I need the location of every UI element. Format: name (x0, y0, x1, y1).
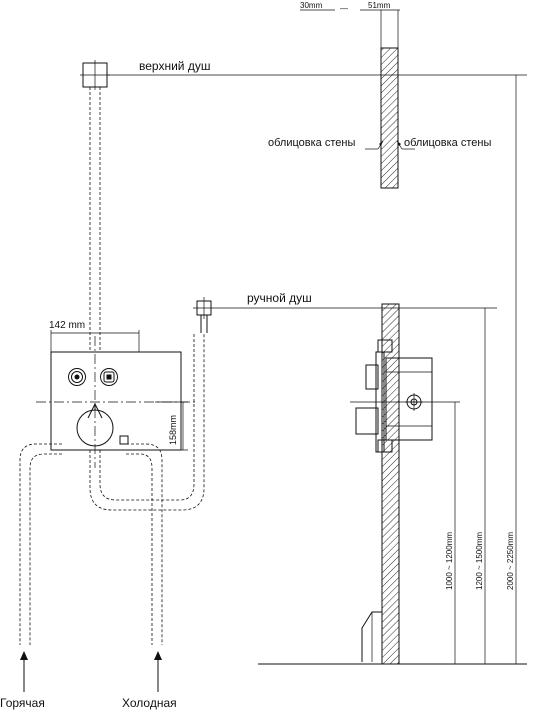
diverter-knob-left (68, 368, 86, 386)
thermostat-handle (76, 402, 114, 447)
hand-shower-label: ручной душ (247, 291, 312, 305)
hand-shower-outlet (193, 297, 215, 333)
top-shower-height-label: 2000 ~ 2250mm (506, 532, 515, 590)
top-shower-label: верхний душ (139, 59, 210, 73)
cold-water-pipe (126, 443, 163, 645)
diverter-knob-right (100, 368, 118, 386)
hot-label: Горячая (0, 696, 45, 710)
floor-detail (361, 611, 382, 662)
panel-width-label: 142 mm (49, 320, 85, 331)
valve-side-view (355, 339, 433, 453)
panel-indicator (119, 435, 129, 445)
cold-label: Холодная (122, 696, 177, 710)
riser-pipe (89, 87, 101, 352)
hand-shower-pipe (89, 333, 205, 511)
panel-height-label: 158mm (168, 415, 178, 445)
top-shower-outlet (80, 60, 110, 90)
wall-cladding-right-label: облицовка стены (404, 137, 491, 149)
wall-dash-label: — (340, 4, 348, 13)
wall-max-label: 51mm (368, 1, 391, 10)
hot-water-pipe (19, 443, 62, 645)
cladding-left-arrow (365, 140, 384, 150)
wall-min-label: 30mm (300, 1, 323, 10)
hot-inlet-arrow (20, 651, 28, 692)
cladding-right-arrow (396, 140, 415, 150)
panel-width-dimension (50, 330, 140, 352)
panel-height-dimension (155, 401, 188, 451)
hand-shower-height-label: 1200 ~ 1500mm (475, 532, 484, 590)
valve-height-label: 1000 ~ 1200mm (445, 532, 454, 590)
wall-section-top (380, 10, 399, 189)
wall-cladding-left-label: облицовка стены (268, 137, 355, 149)
cold-inlet-arrow (154, 651, 162, 692)
